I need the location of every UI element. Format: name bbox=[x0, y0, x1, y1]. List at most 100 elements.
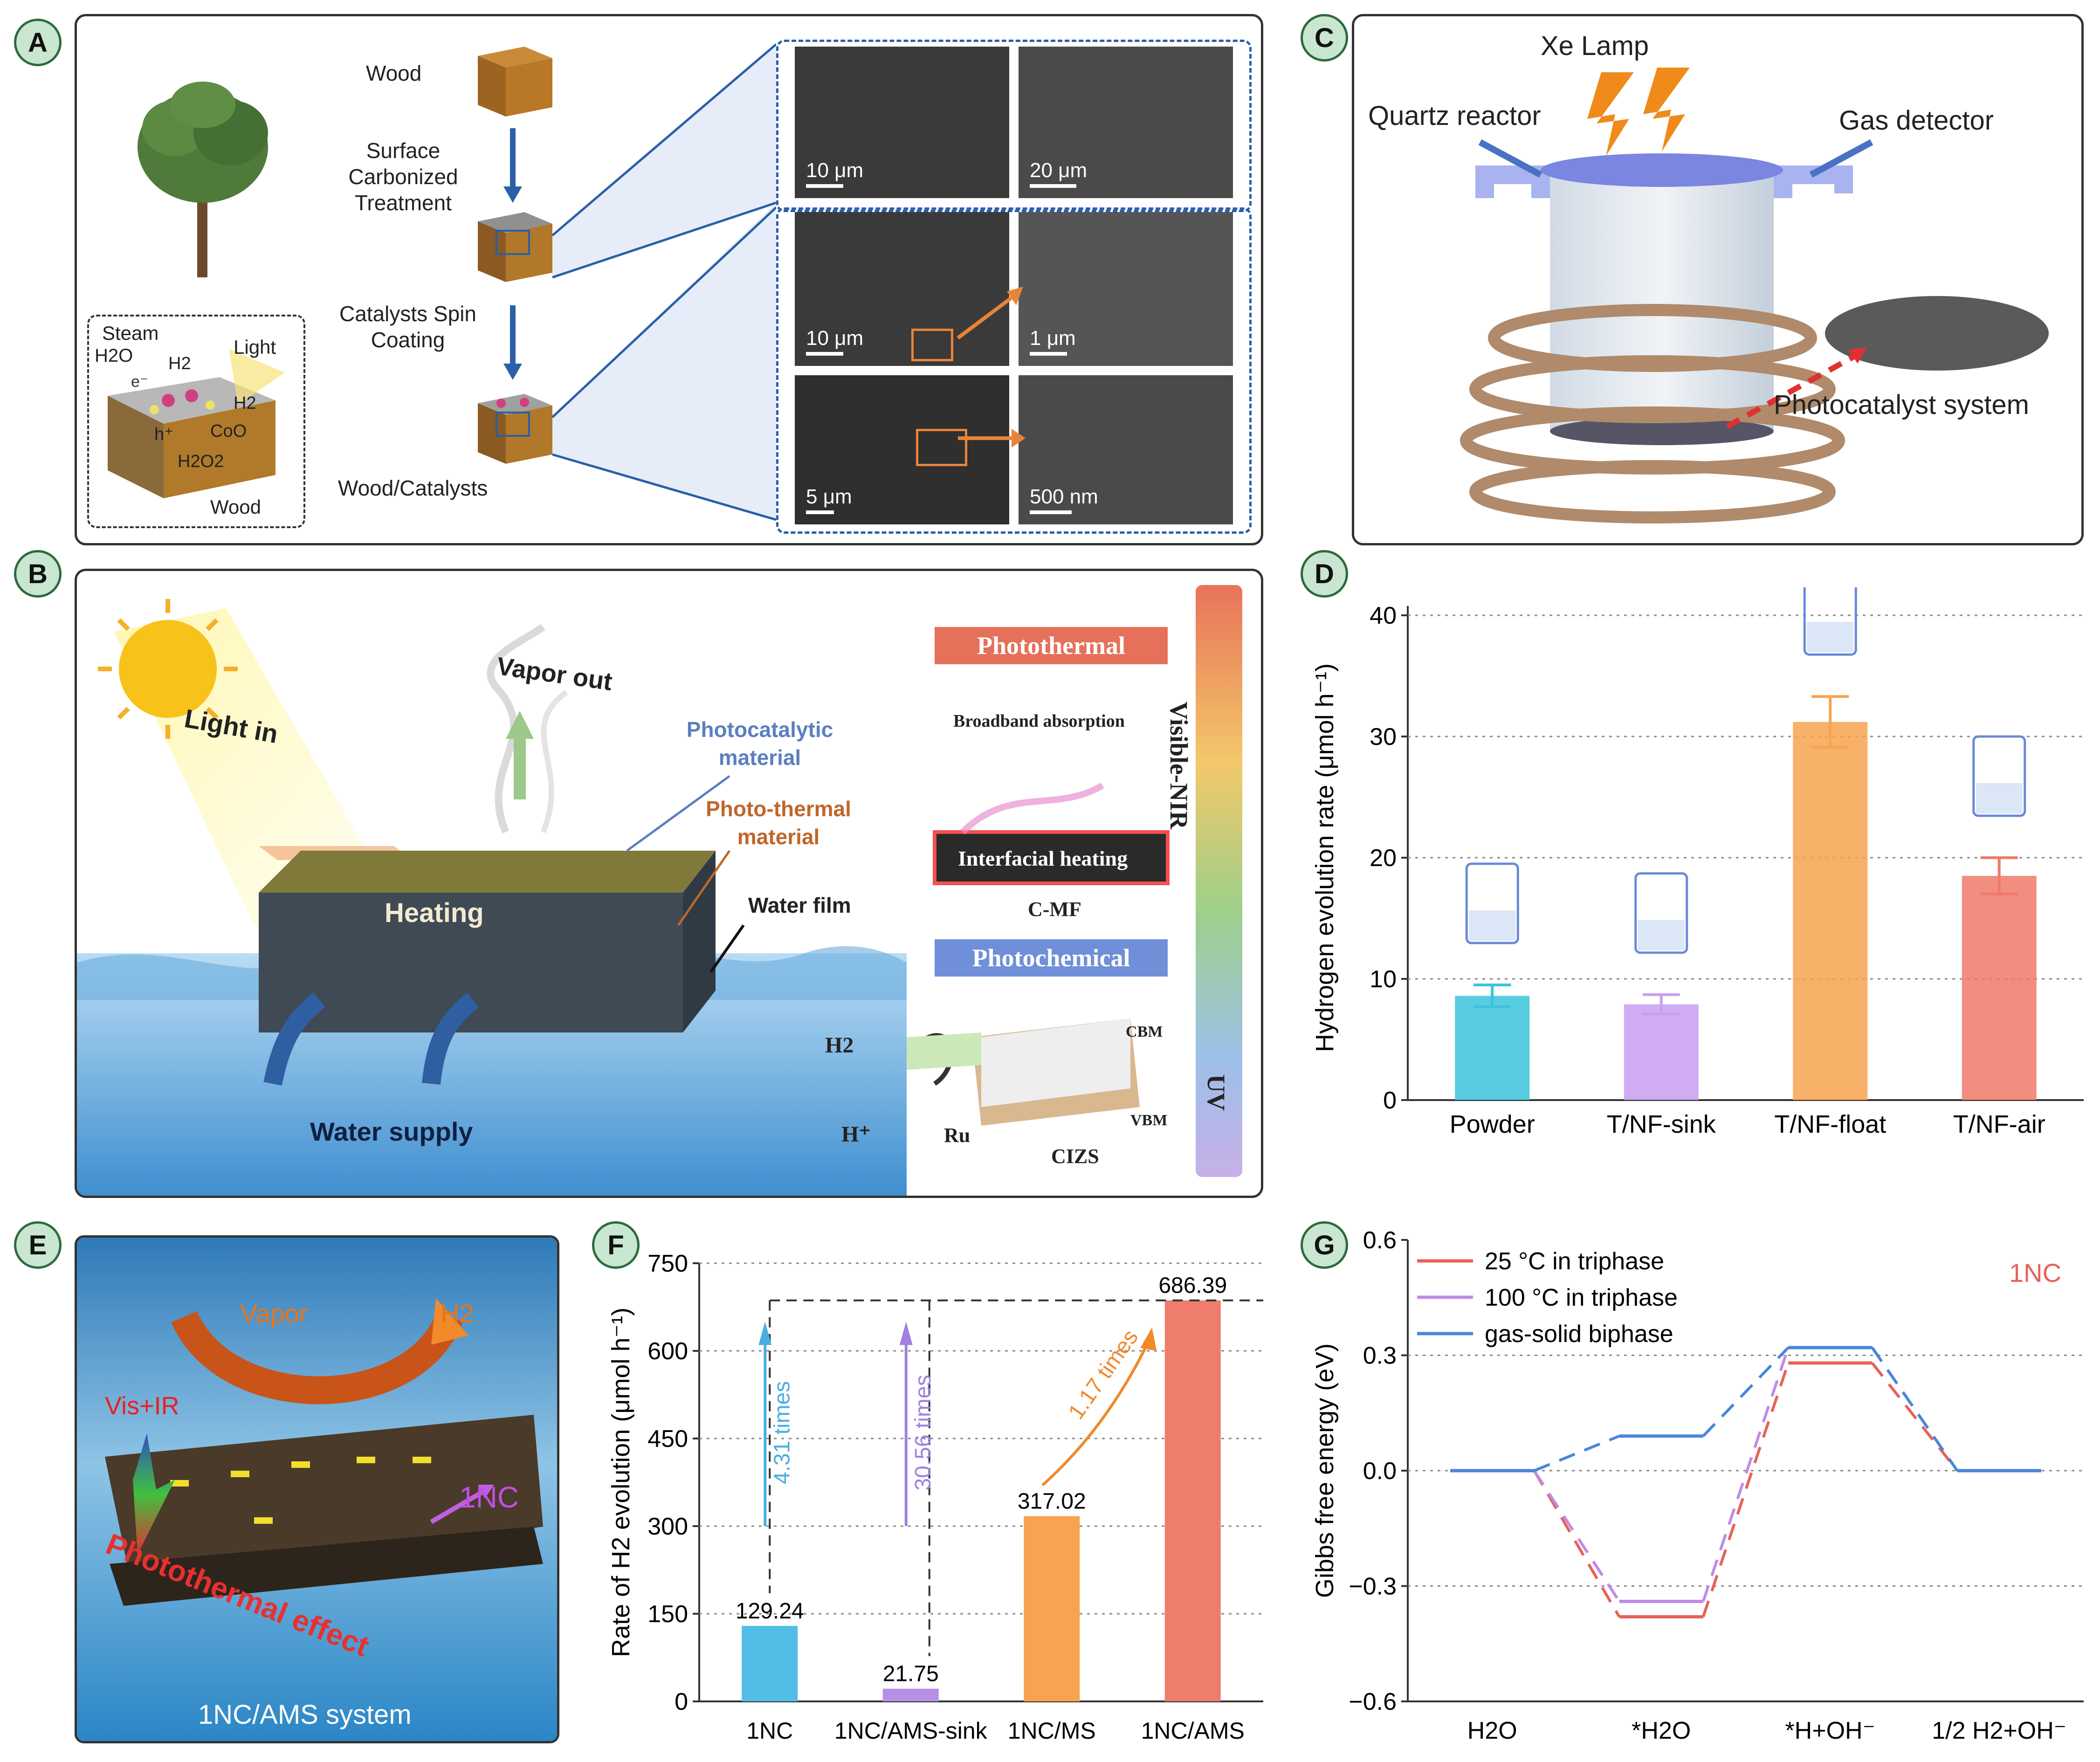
sem-image-6: 500 nm bbox=[1019, 375, 1233, 524]
h2-label-b: H2 bbox=[825, 1033, 854, 1058]
vapor-label-e: Vapor bbox=[240, 1299, 308, 1328]
connector-line bbox=[1701, 1363, 1790, 1617]
x-tick-label: *H+OH⁻ bbox=[1785, 1717, 1875, 1744]
wood-label-inset: Wood bbox=[210, 496, 261, 518]
y-tick-label: 750 bbox=[647, 1250, 688, 1277]
bar bbox=[742, 1626, 798, 1701]
y-tick-label: 0.6 bbox=[1363, 1227, 1397, 1254]
y-tick-label: 10 bbox=[1370, 966, 1397, 993]
bar bbox=[1962, 876, 2037, 1100]
y-tick-label: 600 bbox=[647, 1338, 688, 1365]
photothermal-material-label: Photo-thermal material bbox=[706, 797, 851, 849]
sem-image-5: 5 μm bbox=[795, 375, 1009, 524]
x-tick-label: *H2O bbox=[1632, 1717, 1691, 1744]
bar bbox=[882, 1688, 939, 1701]
sem-image-2: 20 μm bbox=[1019, 47, 1233, 198]
reactor-illustration bbox=[1460, 68, 2049, 523]
beaker-icon bbox=[1803, 587, 1857, 656]
y-tick-label: 0.0 bbox=[1363, 1458, 1397, 1485]
xe-lamp-label: Xe Lamp bbox=[1541, 31, 1649, 61]
y-tick-label: 0 bbox=[1383, 1087, 1397, 1114]
water-film-label: Water film bbox=[748, 893, 851, 917]
wood-cube bbox=[478, 47, 552, 117]
y-tick-label: 150 bbox=[647, 1601, 688, 1628]
panel-label-a: A bbox=[14, 19, 62, 66]
cmf-label: C-MF bbox=[1028, 898, 1081, 921]
bar bbox=[1793, 722, 1868, 1100]
panel-label-b: B bbox=[14, 550, 62, 598]
x-tick-label: T/NF-air bbox=[1953, 1110, 2045, 1138]
onenc-label-e: 1NC bbox=[459, 1480, 519, 1514]
photothermal-badge: Photothermal bbox=[935, 627, 1168, 664]
y-tick-label: 40 bbox=[1370, 602, 1397, 629]
light-label: Light bbox=[234, 336, 276, 358]
beaker-water bbox=[1469, 910, 1516, 941]
y-tick-label: 450 bbox=[647, 1425, 688, 1452]
y-axis-label: Hydrogen evolution rate (μmol h⁻¹) bbox=[1311, 663, 1339, 1052]
x-tick-label: 1NC/AMS-sink bbox=[834, 1718, 988, 1744]
broadband-label: Broadband absorption bbox=[953, 711, 1125, 731]
heating-label: Heating bbox=[385, 898, 484, 928]
y-axis-label: Gibbs free energy (eV) bbox=[1311, 1343, 1339, 1598]
panel-c: Xe Lamp Quartz reactor Gas detector Phot… bbox=[1352, 14, 2084, 545]
fold-arrowhead bbox=[758, 1322, 772, 1345]
beaker-icon bbox=[1972, 735, 2026, 817]
fold-arrowhead bbox=[899, 1322, 913, 1345]
y-tick-label: 0 bbox=[675, 1688, 688, 1715]
beaker-water bbox=[1976, 783, 2023, 813]
data-label: 686.39 bbox=[1158, 1273, 1227, 1298]
x-tick-label: Powder bbox=[1450, 1110, 1535, 1138]
photocatalytic-label: Photocatalytic material bbox=[686, 717, 833, 770]
h2o2-label: H2O2 bbox=[178, 452, 224, 471]
cizs-label: CIZS bbox=[1051, 1145, 1099, 1168]
chart-f: 0150300450600750129.241NC21.751NC/AMS-si… bbox=[607, 1250, 1263, 1744]
photochemical-badge: Photochemical bbox=[935, 939, 1168, 977]
arrow-down-2 bbox=[503, 305, 522, 380]
panel-label-g: G bbox=[1301, 1221, 1348, 1269]
y-tick-label: −0.6 bbox=[1349, 1688, 1397, 1715]
bar bbox=[1624, 1004, 1699, 1100]
carbonized-cube bbox=[478, 212, 552, 282]
photocatalyst-system-label: Photocatalyst system bbox=[1774, 390, 2029, 420]
x-tick-label: 1/2 H2+OH⁻ bbox=[1932, 1717, 2066, 1744]
bar bbox=[1164, 1300, 1221, 1701]
fold-arrowhead bbox=[1140, 1327, 1157, 1351]
h2o-label: H2O bbox=[95, 345, 133, 366]
connector-line bbox=[1701, 1347, 1790, 1602]
y-tick-label: 0.3 bbox=[1363, 1342, 1397, 1370]
panel-a: Steam H2O H2 Light H2 e⁻ h⁺ CoO H2O2 Woo… bbox=[75, 14, 1263, 545]
panel-label-f: F bbox=[592, 1221, 640, 1269]
vis-nir-label: Visible-NIR bbox=[1165, 702, 1193, 830]
panel-label-c: C bbox=[1301, 14, 1348, 62]
quartz-reactor-label: Quartz reactor bbox=[1368, 101, 1541, 131]
hplus-label-b: H⁺ bbox=[841, 1122, 871, 1147]
fold-label: 30.56 times bbox=[911, 1375, 936, 1490]
tree-illustration bbox=[138, 82, 268, 277]
fold-arrow bbox=[1041, 1338, 1151, 1487]
sem-image-3: 10 μm bbox=[795, 212, 1009, 366]
beaker-water bbox=[1638, 920, 1685, 950]
sem-image-4: 1 μm bbox=[1019, 212, 1233, 366]
panel-e: Vapor H2 Vis+IR 1NC Photothermal effect … bbox=[75, 1235, 559, 1743]
vbm-label: VBM bbox=[1130, 1112, 1168, 1129]
ru-label: Ru bbox=[944, 1124, 971, 1147]
connector-line bbox=[1871, 1347, 1959, 1472]
connector-line bbox=[1871, 1362, 1959, 1472]
y-tick-label: 30 bbox=[1370, 723, 1397, 750]
legend-label: 100 °C in triphase bbox=[1485, 1284, 1678, 1311]
bar bbox=[1024, 1516, 1080, 1701]
beaker-water bbox=[1807, 622, 1854, 653]
water-supply-label: Water supply bbox=[310, 1117, 473, 1146]
connector-line bbox=[1871, 1347, 1959, 1472]
legend-label: gas-solid biphase bbox=[1485, 1321, 1673, 1348]
annotation-label: 1NC bbox=[2009, 1258, 2061, 1287]
connector-line bbox=[1534, 1434, 1620, 1472]
h2-label-e: H2 bbox=[441, 1299, 474, 1328]
arrow-down-1 bbox=[503, 128, 522, 203]
fold-label: 4.31 times bbox=[770, 1381, 794, 1484]
catalyst-cube bbox=[478, 394, 552, 464]
x-tick-label: 1NC/MS bbox=[1008, 1718, 1096, 1744]
y-tick-label: −0.3 bbox=[1349, 1573, 1397, 1600]
